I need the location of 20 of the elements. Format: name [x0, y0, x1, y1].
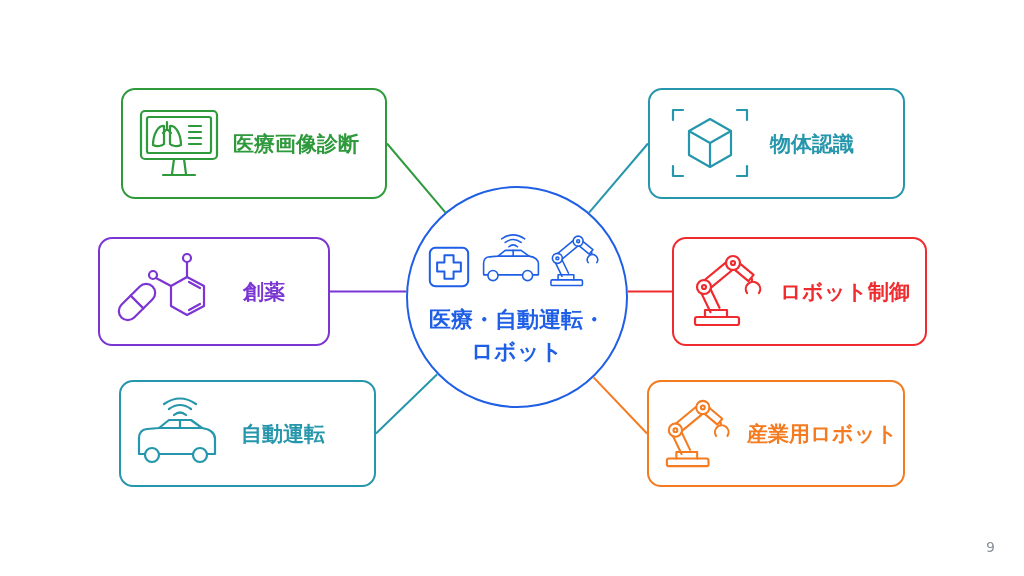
topic-box [98, 237, 330, 346]
topic-box [119, 380, 376, 487]
connector-line [626, 290, 673, 293]
topic-box [121, 88, 387, 199]
connector-line [375, 373, 439, 435]
topic-label: 創薬 [243, 278, 285, 305]
topic-box [672, 237, 927, 346]
topic-label: 産業用ロボット [747, 420, 898, 447]
page-number: 9 [986, 538, 995, 556]
connector-line [329, 290, 408, 293]
connector-line [592, 376, 648, 435]
topic-label: 自動運転 [241, 420, 325, 447]
topic-label: ロボット制御 [780, 278, 910, 305]
topic-box [648, 88, 905, 199]
connector-line [588, 142, 649, 214]
topic-label: 物体認識 [770, 130, 854, 157]
topic-box [647, 380, 905, 487]
topic-label: 医療画像診断 [233, 130, 359, 157]
connector-line [386, 142, 447, 214]
hub-label: 医療・自動運転・ロボット [427, 305, 606, 366]
